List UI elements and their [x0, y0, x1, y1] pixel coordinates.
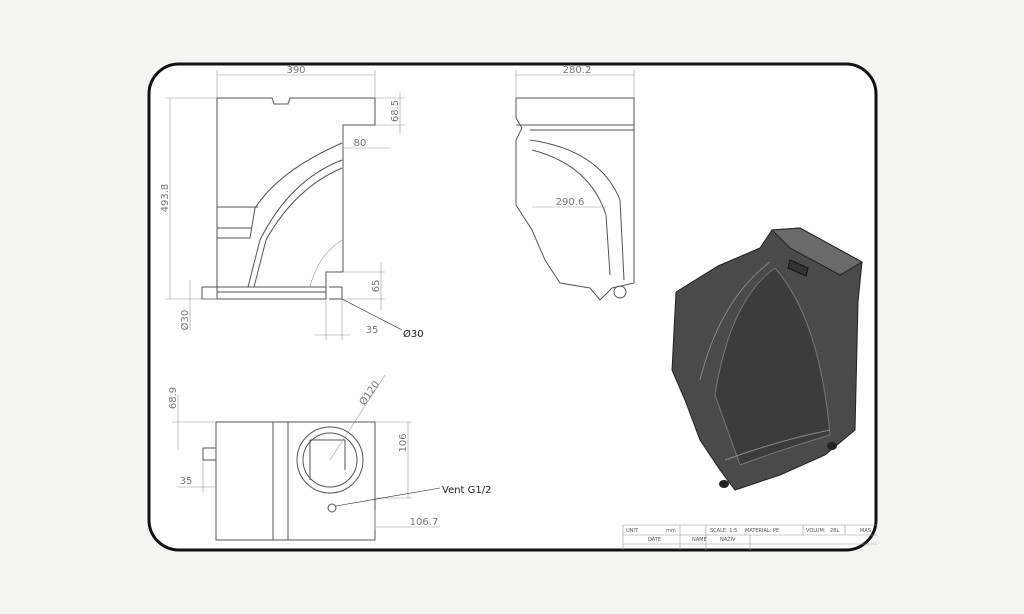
dim-65: 65 — [371, 280, 382, 293]
dim-493-8: 493.8 — [160, 184, 171, 213]
dim-280-2: 280.2 — [563, 65, 592, 76]
dim-dia-30-right: Ø30 — [403, 328, 424, 340]
date-label: DATE — [648, 537, 661, 543]
name-label: NAME — [692, 537, 707, 543]
scale: SCALE: 1:5 — [710, 528, 737, 534]
isometric-view — [671, 227, 864, 491]
volume-value: 28L — [830, 528, 839, 534]
title-block: UNIT mm SCALE: 1:5 MATERIAL: PE VOLUM: 2… — [622, 524, 877, 550]
dim-35: 35 — [366, 325, 379, 336]
vent-label: Vent G1/2 — [442, 485, 492, 496]
unit-value: mm — [666, 528, 676, 534]
dim-dia-30-left: Ø30 — [179, 310, 191, 331]
dim-35-top: 35 — [180, 476, 193, 487]
dim-290-6: 290.6 — [556, 197, 585, 208]
dim-106-7: 106.7 — [410, 517, 439, 528]
dim-390: 390 — [286, 65, 305, 76]
naziv-label: NAZIV — [720, 537, 736, 543]
dim-68-9: 68.9 — [168, 387, 179, 409]
mass-label: MAS — [860, 528, 871, 534]
material: MATERIAL: PE — [745, 528, 779, 534]
side-view: 280.2 290.6 — [515, 65, 635, 301]
dim-80: 80 — [354, 138, 367, 149]
unit-label: UNIT — [626, 528, 639, 534]
dim-106: 106 — [398, 433, 409, 452]
dim-68-5: 68.5 — [390, 100, 401, 122]
front-view: 390 493.8 68.5 80 65 Ø30 35 Ø30 — [160, 65, 424, 340]
drawing-sheet-border — [147, 62, 878, 552]
volume-label: VOLUM: — [806, 528, 826, 534]
